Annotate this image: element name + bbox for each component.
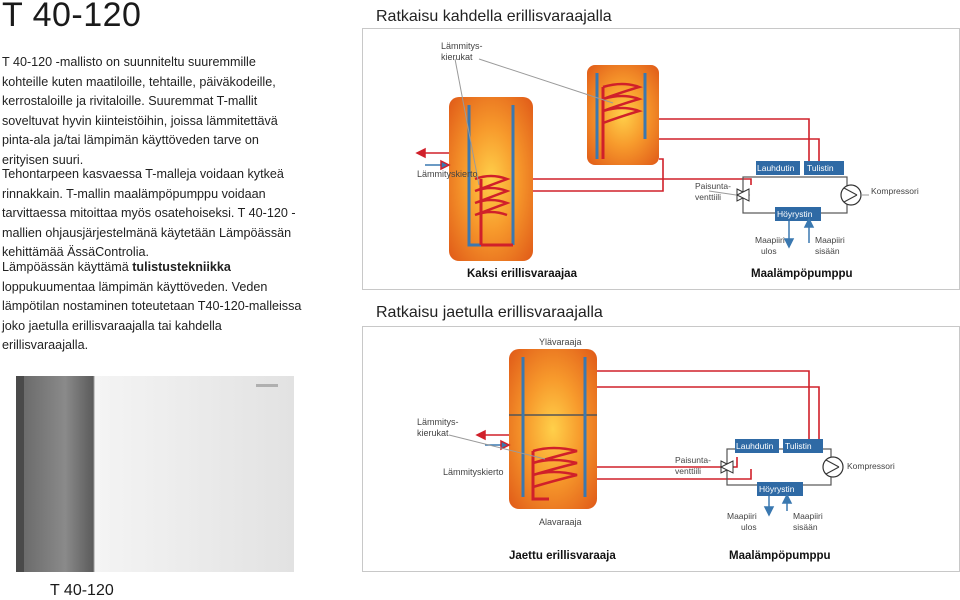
caption-maalampopumppu-2: Maalämpöpumppu bbox=[729, 550, 831, 562]
ground-loop-arrows-2 bbox=[763, 493, 793, 517]
tulistin-box bbox=[804, 161, 844, 175]
label-paisunta-1-b: Paisunta- bbox=[675, 455, 711, 465]
label-maapiiri-ulos-1: Maapiiri bbox=[755, 235, 785, 245]
label-lauhdutin: Lauhdutin bbox=[757, 163, 795, 173]
split-tank bbox=[509, 349, 597, 509]
label-paisunta-1: Paisunta- bbox=[695, 181, 731, 191]
expansion-valve-icon-2 bbox=[719, 460, 735, 474]
label-alavaraaja: Alavaraaja bbox=[539, 517, 582, 527]
label-kompressori-b: Kompressori bbox=[847, 461, 895, 471]
label-maapiiri-sisaan-1-b: Maapiiri bbox=[793, 511, 823, 521]
intro-text-2: Tehontarpeen kasvaessa T-malleja voidaan… bbox=[2, 167, 296, 259]
intro-paragraph-3: Lämpöässän käyttämä tulistustekniikka lo… bbox=[2, 258, 302, 356]
label-maapiiri-sisaan-2: sisään bbox=[815, 246, 840, 256]
cabinet-front bbox=[94, 376, 294, 572]
label-hoyrystin: Höyrystin bbox=[777, 209, 813, 219]
product-image bbox=[16, 376, 294, 572]
diagram2-title: Ratkaisu jaetulla erillisvaraajalla bbox=[376, 304, 603, 321]
label-paisunta-2-b: venttiili bbox=[675, 466, 701, 476]
label-tulistin-b: Tulistin bbox=[785, 441, 812, 451]
heating-circuit-arrows bbox=[415, 147, 451, 171]
caption-jaettu-varaaja: Jaettu erillisvaraaja bbox=[509, 550, 616, 562]
brand-logo-icon bbox=[256, 384, 278, 387]
expansion-valve-icon bbox=[735, 188, 751, 202]
caption-maalampopumppu-1: Maalämpöpumppu bbox=[751, 268, 853, 280]
tank-left bbox=[449, 97, 533, 261]
label-hoyrystin-b: Höyrystin bbox=[759, 484, 795, 494]
diagram1-title: Ratkaisu kahdella erillisvaraajalla bbox=[376, 8, 612, 25]
label-maapiiri-sisaan-2-b: sisään bbox=[793, 522, 818, 532]
product-caption: T 40-120 bbox=[50, 582, 114, 599]
cabinet-side bbox=[22, 376, 94, 572]
diagram2-split-tank: Ylävaraaja Alavaraaja Lämmitys- kierukat… bbox=[362, 326, 960, 572]
lauhdutin-box bbox=[756, 161, 800, 175]
compressor-icon bbox=[840, 184, 862, 206]
label-ylavaraaja: Ylävaraaja bbox=[539, 337, 582, 347]
intro-text-1: T 40-120 -mallisto on suunniteltu suurem… bbox=[2, 55, 278, 167]
label-lammityskierto: Lämmityskierto bbox=[417, 169, 478, 179]
label-maapiiri-ulos-2: ulos bbox=[761, 246, 777, 256]
hoyrystin-box bbox=[775, 207, 821, 221]
ground-loop-arrows bbox=[783, 217, 815, 249]
hoyrystin-box-2 bbox=[757, 482, 803, 496]
tulistin-box-2 bbox=[783, 439, 823, 453]
cabinet-edge bbox=[16, 376, 24, 572]
label-lammitys-1: Lämmitys- bbox=[441, 41, 483, 51]
label-maapiiri-ulos-1-b: Maapiiri bbox=[727, 511, 757, 521]
diagram1-two-tanks: Lämmitys- kierukat Lämmityskierto Paisun… bbox=[362, 28, 960, 290]
label-lauhdutin-b: Lauhdutin bbox=[736, 441, 774, 451]
page-title: T 40-120 bbox=[2, 0, 142, 34]
label-lammitys-2: kierukat bbox=[441, 52, 473, 62]
intro-text-3b: loppukuumentaa lämpimän käyttöveden. Ved… bbox=[2, 279, 302, 353]
label-maapiiri-ulos-2-b: ulos bbox=[741, 522, 757, 532]
intro-text-3-bold: tulistustekniikka bbox=[132, 260, 231, 274]
compressor-icon-2 bbox=[822, 456, 844, 478]
label-lammitys-1-b: Lämmitys- bbox=[417, 417, 459, 427]
coil-right bbox=[602, 82, 643, 125]
intro-paragraph-1: T 40-120 -mallisto on suunniteltu suurem… bbox=[2, 53, 302, 170]
coil-lower bbox=[532, 446, 578, 489]
intro-paragraph-2: Tehontarpeen kasvaessa T-malleja voidaan… bbox=[2, 165, 302, 263]
label-lammityskierto-b: Lämmityskierto bbox=[443, 467, 504, 477]
label-paisunta-2: venttiili bbox=[695, 192, 721, 202]
label-tulistin: Tulistin bbox=[807, 163, 834, 173]
lauhdutin-box-2 bbox=[735, 439, 779, 453]
label-lammitys-2-b: kierukat bbox=[417, 428, 449, 438]
caption-kaksi-varaajaa: Kaksi erillisvaraajaa bbox=[467, 268, 578, 280]
label-maapiiri-sisaan-1: Maapiiri bbox=[815, 235, 845, 245]
coil-left bbox=[474, 174, 511, 217]
label-kompressori: Kompressori bbox=[871, 186, 919, 196]
intro-text-3a: Lämpöässän käyttämä bbox=[2, 260, 133, 274]
